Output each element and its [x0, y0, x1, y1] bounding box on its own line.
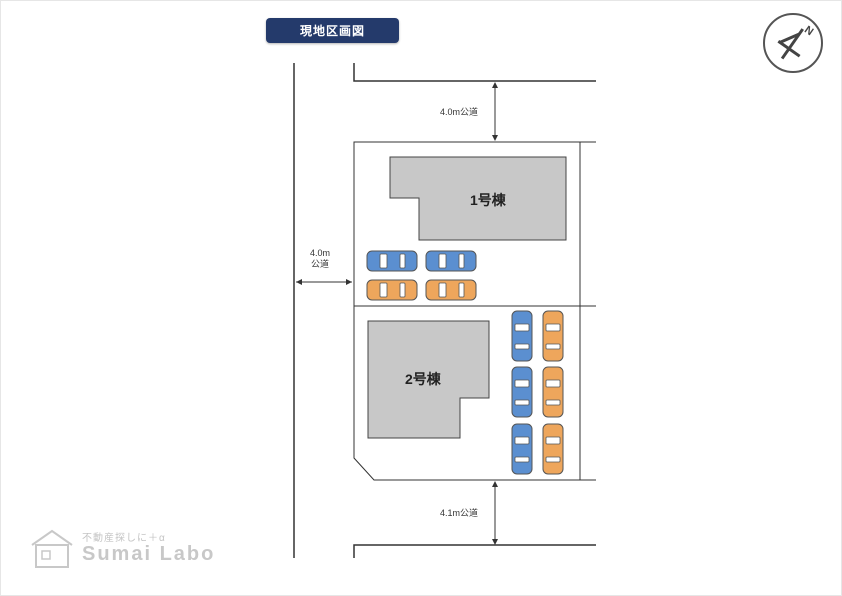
- west-road-label: 4.0m 公道: [310, 248, 330, 270]
- sumai-labo-logo: 不動産探しに＋α Sumai Labo: [30, 527, 250, 573]
- north-compass-icon: N: [763, 13, 823, 73]
- logo-tagline: 不動産探しに＋α: [82, 533, 166, 544]
- car-icon: [542, 423, 564, 475]
- house-logo-icon: [31, 529, 73, 568]
- west-road-type: 公道: [311, 259, 330, 269]
- building-2: [367, 320, 490, 439]
- car-icon: [542, 310, 564, 362]
- car-icon: [542, 366, 564, 418]
- building-2-label: 2号棟: [405, 371, 441, 387]
- logo-name: Sumai Labo: [82, 543, 216, 565]
- south-road-edge: [353, 544, 596, 558]
- car-icon: [511, 310, 533, 362]
- north-road-label: 4.0m公道: [440, 107, 479, 117]
- west-road-width: 4.0m: [310, 248, 331, 258]
- lot-2-boundary: [353, 306, 596, 481]
- building-1-label: 1号棟: [470, 192, 506, 208]
- page-title: 現地区画図: [266, 18, 399, 43]
- car-icon: [511, 423, 533, 475]
- car-icon: [366, 250, 418, 272]
- south-road-label: 4.1m公道: [440, 508, 479, 518]
- car-icon: [366, 279, 418, 301]
- building-1: [389, 156, 567, 241]
- car-icon: [425, 250, 477, 272]
- car-icon: [425, 279, 477, 301]
- north-road-edge: [353, 63, 596, 82]
- car-icon: [511, 366, 533, 418]
